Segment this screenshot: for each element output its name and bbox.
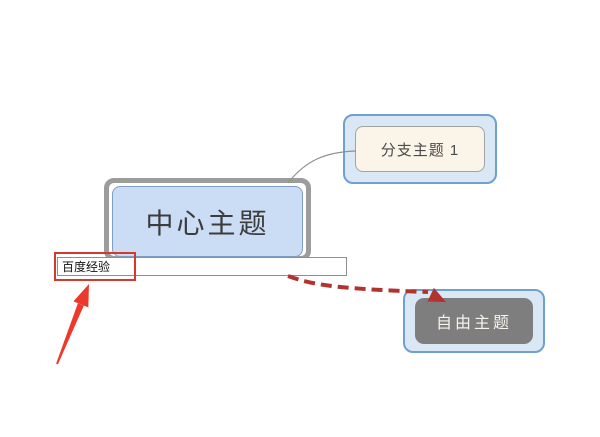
branch-topic-1-box[interactable]: 分支主题 1 — [355, 126, 485, 172]
central-topic[interactable]: 中心主题 — [112, 186, 303, 257]
free-topic-box[interactable]: 自由主题 — [415, 298, 533, 344]
central-topic-label: 中心主题 — [145, 206, 270, 240]
free-topic[interactable]: 自由主题 — [403, 289, 545, 353]
branch-topic-1[interactable]: 分支主题 1 — [343, 114, 497, 184]
input-highlight-box — [54, 252, 136, 281]
annotation-arrow-icon — [56, 284, 89, 365]
free-topic-label: 自由主题 — [435, 315, 512, 332]
topic-text-input[interactable] — [57, 257, 347, 276]
branch-topic-1-label: 分支主题 1 — [380, 141, 460, 159]
